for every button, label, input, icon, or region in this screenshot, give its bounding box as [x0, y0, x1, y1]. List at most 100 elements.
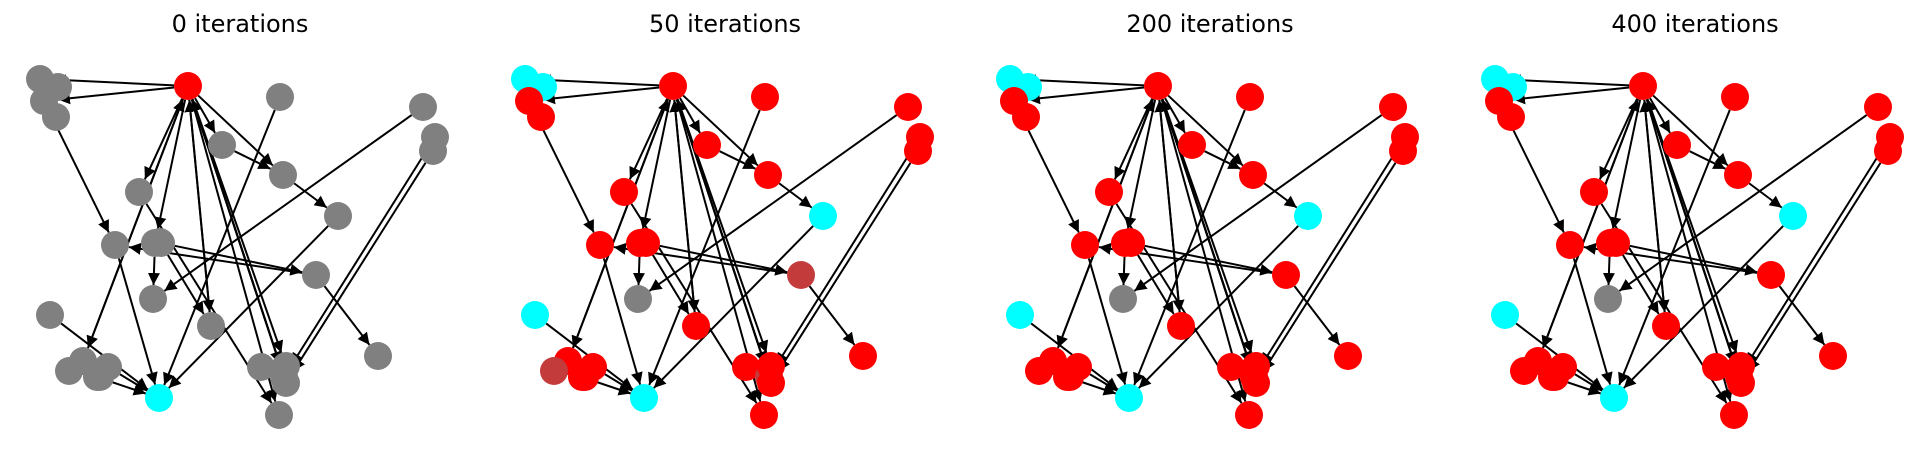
graph-node — [754, 161, 782, 189]
graph-node — [1236, 83, 1264, 111]
graph-node — [1819, 342, 1847, 370]
graph-edge — [682, 94, 759, 167]
graph-edge — [1508, 74, 1630, 87]
graph-edge — [1745, 148, 1884, 366]
graph-edge — [1602, 256, 1615, 286]
graph-edge — [154, 99, 187, 230]
graph-node — [36, 301, 64, 329]
graph-edge — [1621, 253, 1660, 315]
graph-node — [269, 161, 297, 189]
graph-edge — [1574, 373, 1603, 392]
graph-edge — [777, 162, 912, 372]
graph-edge — [1263, 182, 1298, 209]
graph-node — [1600, 384, 1628, 412]
graph-node — [624, 285, 652, 313]
graph-edge — [1161, 98, 1254, 354]
graph-edge — [117, 258, 158, 385]
graph-edge — [197, 94, 274, 167]
panel-3: 200 iterations — [996, 10, 1419, 429]
graph-edge — [1136, 253, 1175, 315]
graph-edge — [1260, 148, 1399, 366]
graph-node — [1056, 363, 1084, 391]
graph-node — [1235, 401, 1263, 429]
graph-node — [101, 231, 129, 259]
graph-edge — [1618, 109, 1731, 386]
graph-edge — [290, 148, 429, 366]
graph-edge — [1262, 162, 1397, 372]
graph-node — [1116, 228, 1144, 256]
graph-edge — [1144, 244, 1273, 276]
graph-node — [1217, 353, 1245, 381]
graph-node — [1874, 137, 1902, 165]
graph-edge — [1564, 380, 1602, 396]
graph-node — [125, 178, 153, 206]
graph-node — [1629, 72, 1657, 100]
graph-edge — [604, 373, 633, 392]
graph-node — [1510, 357, 1538, 385]
graph-edge — [775, 148, 914, 366]
graph-node — [904, 137, 932, 165]
graph-edge — [542, 86, 660, 105]
graph-node — [266, 83, 294, 111]
graph-node — [630, 384, 658, 412]
graph-edge — [1689, 150, 1726, 170]
graph-node — [1294, 202, 1322, 230]
graph-edge — [1019, 113, 1080, 233]
graph-node — [527, 103, 555, 131]
graph-edge — [53, 74, 175, 87]
graph-node — [1541, 363, 1569, 391]
graph-node — [197, 312, 225, 340]
graph-edge — [1154, 99, 1181, 313]
graph-node — [610, 178, 638, 206]
graph-edge — [1639, 99, 1666, 313]
graph-node — [1727, 369, 1755, 397]
graph-edge — [1747, 162, 1882, 372]
graph-node — [757, 369, 785, 397]
graph-node — [732, 353, 760, 381]
graph-edge — [1160, 99, 1248, 402]
graph-node — [247, 353, 275, 381]
graph-node — [849, 342, 877, 370]
panel-1: 0 iterations — [26, 10, 449, 429]
graph-node — [1242, 369, 1270, 397]
graph-node — [1580, 178, 1608, 206]
graph-node — [1272, 261, 1300, 289]
graph-edge — [1133, 109, 1246, 386]
graph-node — [894, 93, 922, 121]
graph-edge — [675, 98, 768, 371]
graph-node — [1178, 131, 1206, 159]
graph-edge — [1512, 86, 1630, 105]
graph-edge — [675, 99, 763, 402]
graph-edge — [648, 114, 898, 292]
graph-node — [1724, 161, 1752, 189]
graph-node — [1379, 93, 1407, 121]
graph-node — [265, 401, 293, 429]
panel-title: 200 iterations — [1126, 10, 1293, 38]
graph-node — [145, 384, 173, 412]
graph-edge — [639, 99, 672, 230]
graph-edge — [234, 150, 271, 170]
graph-edge — [1504, 113, 1565, 233]
graph-node — [1757, 261, 1785, 289]
graph-edge — [190, 99, 278, 402]
panel-title: 400 iterations — [1611, 10, 1778, 38]
graph-edge — [119, 373, 148, 392]
graph-edge — [808, 285, 856, 346]
graph-edge — [1645, 98, 1738, 371]
graph-edge — [147, 256, 160, 286]
graph-node — [1721, 83, 1749, 111]
graph-edge — [651, 253, 690, 315]
graph-node — [1144, 72, 1172, 100]
graph-node — [364, 342, 392, 370]
graph-edge — [1079, 380, 1117, 396]
graph-edge — [1057, 98, 1155, 349]
graph-node — [409, 93, 437, 121]
graph-edge — [594, 380, 632, 396]
graph-edge — [1645, 99, 1733, 402]
graph-node — [540, 357, 568, 385]
graph-node — [693, 131, 721, 159]
graph-edge — [163, 109, 276, 386]
graph-edge — [602, 258, 643, 385]
graph-edge — [292, 162, 427, 372]
